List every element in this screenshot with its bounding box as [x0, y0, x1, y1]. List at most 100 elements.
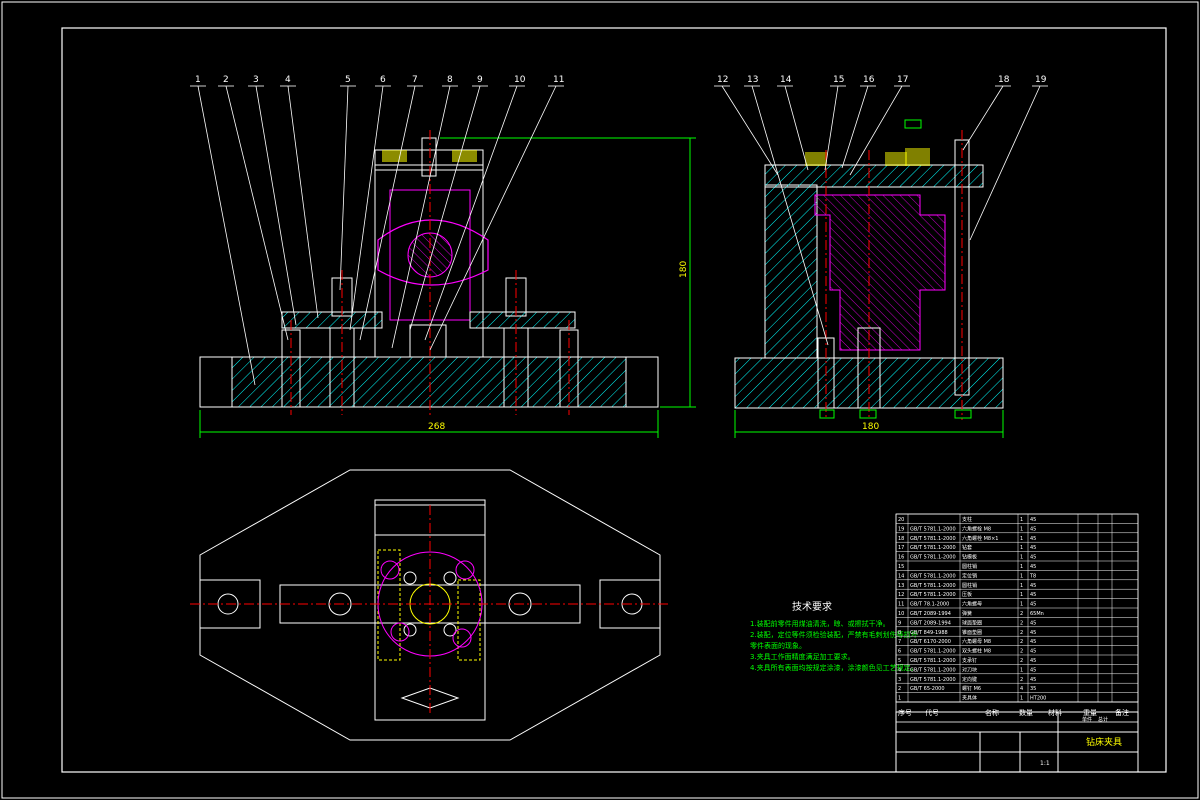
- bom-cell-name: 六角螺母 M8: [962, 638, 991, 645]
- bom-cell-code: GB/T 65-2000: [910, 686, 945, 692]
- bom-cell-name: 锥面垫圈: [962, 629, 982, 636]
- bom-header-weight: 重量: [1083, 709, 1097, 717]
- bushing-zone-right: [457, 579, 481, 661]
- bom-cell-code: GB/T 5781.1-2000: [910, 592, 956, 598]
- bom-cell-name: 夹具体: [962, 695, 977, 702]
- bom-cell-no: 5: [898, 658, 901, 664]
- drawing-scale: 1:1: [1040, 760, 1050, 767]
- callout-4: 4: [285, 75, 291, 85]
- callout-8: 8: [447, 75, 453, 85]
- bom-cell-qty: 1: [1020, 696, 1023, 702]
- bom-cell-mat: HT200: [1030, 696, 1046, 702]
- callout-16: 16: [863, 75, 875, 85]
- bom-cell-mat: 45: [1030, 620, 1036, 626]
- hole-2: [443, 571, 457, 585]
- bushing-side-2: [885, 152, 907, 166]
- bom-cell-no: 7: [898, 639, 901, 645]
- bom-cell-mat: 45: [1030, 545, 1036, 551]
- hole-1: [403, 571, 417, 585]
- bom-cell-qty: 2: [1020, 611, 1023, 617]
- bom-cell-no: 20: [898, 517, 904, 523]
- bom-cell-mat: 35: [1030, 686, 1036, 692]
- bom-cell-name: 对刀块: [962, 666, 977, 673]
- bom-cell-no: 11: [898, 602, 904, 608]
- bom-cell-code: GB/T 2089-1994: [910, 620, 951, 626]
- bom-cell-code: GB/T 5781.1-2000: [910, 526, 956, 532]
- bom-cell-no: 8: [898, 630, 901, 636]
- front-view: 268 180: [199, 130, 696, 438]
- bom-cell-name: 六角螺栓 M8×1: [962, 535, 998, 542]
- bushing-zone-left: [377, 549, 401, 661]
- bom-cell-code: GB/T 5781.1-2000: [910, 536, 956, 542]
- side-leaders: [721, 85, 1041, 346]
- hole-4: [443, 623, 457, 637]
- callout-13: 13: [747, 75, 758, 85]
- bom-cell-mat: T8: [1029, 573, 1036, 579]
- tech-line-2: 2.装配，定位等件须检验装配，严禁有毛刺划伤等损坏: [750, 630, 918, 639]
- bom-cell-code: GB/T 6170-2000: [910, 639, 951, 645]
- hole-8: [452, 628, 472, 648]
- fixture-base-side: [734, 357, 1004, 409]
- callout-19: 19: [1035, 75, 1047, 85]
- hole-7: [390, 622, 410, 642]
- bom-cell-code: GB/T 78.1-2000: [910, 602, 949, 608]
- bom-cell-qty: 2: [1020, 630, 1023, 636]
- workpiece-side: [814, 194, 946, 351]
- callout-7: 7: [412, 75, 418, 85]
- bom-cell-no: 17: [898, 545, 904, 551]
- bom-cell-qty: 1: [1020, 602, 1023, 608]
- callout-5: 5: [345, 75, 351, 85]
- bom-cell-code: GB/T 5781.1-2000: [910, 667, 956, 673]
- callout-1: 1: [195, 75, 201, 85]
- bom-cell-code: GB/T 5781.1-2000: [910, 677, 956, 683]
- bom-cell-no: 9: [898, 620, 901, 626]
- bom-cell-mat: 45: [1030, 630, 1036, 636]
- callout-14: 14: [780, 75, 792, 85]
- bom-cell-name: 压板: [962, 591, 972, 598]
- bom-cell-no: 10: [898, 611, 904, 617]
- bom-cell-name: 圆柱销: [962, 582, 977, 589]
- bom-cell-qty: 2: [1020, 658, 1023, 664]
- top-view: [190, 469, 668, 741]
- tech-line-1: 1.装配前零件用煤油清洗，晾、或擦拭干净。: [750, 619, 890, 628]
- bom-cell-qty: 1: [1020, 545, 1023, 551]
- bom-header-single: 单件: [1082, 716, 1092, 723]
- bom-cell-name: 定向键: [962, 676, 977, 683]
- base-right-end: [625, 356, 659, 408]
- bom-cell-qty: 2: [1020, 620, 1023, 626]
- clamp-bolt-top: [421, 137, 437, 177]
- base-left-end: [199, 356, 233, 408]
- callout-18: 18: [998, 75, 1010, 85]
- dim-side-width: 180: [862, 422, 879, 432]
- bom-cell-qty: 1: [1020, 526, 1023, 532]
- bom-cell-no: 3: [898, 677, 901, 683]
- bom-cell-mat: 45: [1030, 526, 1036, 532]
- bom-cell-qty: 1: [1020, 592, 1023, 598]
- callout-9: 9: [477, 75, 483, 85]
- bom-cell-code: GB/T 5781.1-2000: [910, 545, 956, 551]
- bom-cell-code: GB/T 2089-1994: [910, 611, 951, 617]
- bom-cell-qty: 2: [1020, 649, 1023, 655]
- bom-cell-name: 支承钉: [962, 657, 977, 664]
- bom-cell-qty: 1: [1020, 564, 1023, 570]
- bom-cell-name: 六角螺母: [962, 601, 982, 608]
- bom-cell-name: 支柱: [962, 516, 972, 523]
- bushing-left: [382, 150, 407, 162]
- dim-height: 180: [679, 261, 689, 278]
- locating-pin-front: [409, 324, 447, 358]
- bom-cell-no: 18: [898, 536, 904, 542]
- side-view: 180: [734, 119, 1004, 438]
- bom-cell-qty: 1: [1020, 573, 1023, 579]
